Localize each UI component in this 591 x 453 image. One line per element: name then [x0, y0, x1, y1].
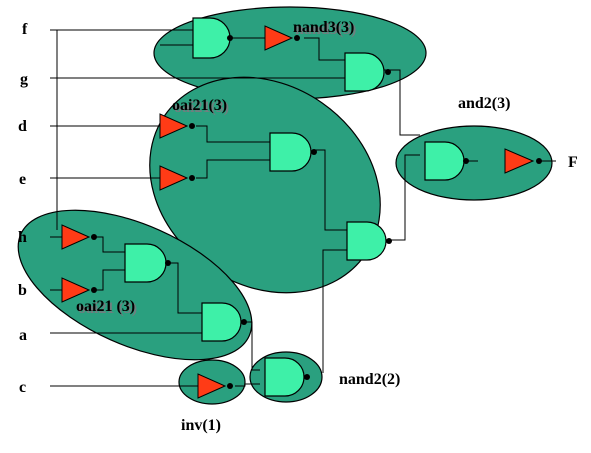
inverter-b — [61, 277, 91, 303]
oai21-bottom-and-gate — [124, 243, 167, 283]
wire-f-h — [50, 29, 58, 230]
label-shadow-oai21-top: oai21(3) — [174, 99, 229, 116]
inverter-h — [61, 224, 91, 250]
nand2-gate — [264, 357, 305, 397]
wire-buf-g2 — [304, 37, 345, 61]
inverter-d — [159, 113, 189, 139]
input-label-g: g — [20, 71, 28, 88]
wire-oai-top-out — [385, 154, 420, 241]
and2-gate — [424, 141, 465, 181]
oai21-top-nand-gate — [346, 221, 387, 261]
bubble-dots — [91, 35, 542, 389]
label-nand3: nand3(3) — [293, 19, 354, 36]
output-label-F: F — [568, 154, 578, 171]
nand3-gate-2 — [344, 52, 385, 92]
label-and2: and2(3) — [458, 95, 510, 112]
input-label-d: d — [18, 118, 27, 135]
oai21-top-and-gate — [269, 132, 312, 172]
wire-oai-bot-and-out — [166, 262, 202, 314]
label-inv: inv(1) — [181, 417, 221, 434]
wire-b-and — [97, 269, 125, 291]
wire-d-and — [196, 125, 270, 143]
inverter-and2 — [504, 148, 535, 174]
input-label-b: b — [18, 282, 27, 299]
wire-oai-top-and-out — [312, 149, 347, 231]
label-shadow-oai21-bottom: oai21 (3) — [78, 300, 137, 317]
input-label-c: c — [19, 379, 26, 396]
wire-nand3-out — [384, 69, 420, 136]
label-shadow-nand3: nand3(3) — [295, 21, 356, 38]
label-oai21-top: oai21(3) — [172, 97, 227, 114]
wire-h-and — [97, 236, 125, 253]
input-label-f: f — [22, 21, 28, 38]
wire-inv-out — [235, 383, 260, 387]
inverter-c — [197, 373, 227, 399]
input-label-e: e — [19, 171, 26, 188]
label-oai21-bottom: oai21 (3) — [76, 298, 135, 315]
input-label-a: a — [19, 327, 27, 344]
label-nand2: nand2(2) — [339, 371, 400, 388]
inverter-nand3 — [264, 25, 294, 51]
group-oai21-bottom — [17, 209, 253, 361]
wire-nand2-up — [322, 249, 347, 373]
oai21-bottom-nand-gate — [201, 302, 242, 342]
inverter-e — [159, 165, 189, 191]
nand3-gate-1 — [192, 17, 231, 59]
wires — [50, 29, 556, 387]
input-label-h: h — [18, 229, 27, 246]
wire-e-and — [196, 159, 270, 179]
